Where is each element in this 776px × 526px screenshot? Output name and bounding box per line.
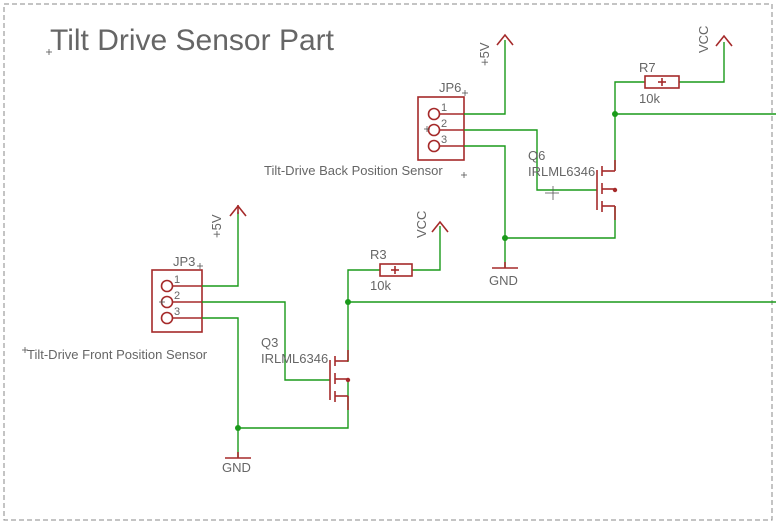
- placement-crosses: [22, 90, 559, 353]
- front-connector-name: JP3: [173, 254, 195, 269]
- origin-cross: [46, 49, 52, 55]
- back-sensor-description: Tilt-Drive Back Position Sensor: [264, 163, 443, 178]
- back-gnd-symbol: [492, 262, 518, 269]
- back-connector-name: JP6: [439, 80, 461, 95]
- back-transistor-q6[interactable]: [596, 160, 618, 220]
- front-resistor-name: R3: [370, 247, 387, 262]
- back-transistor-part: IRLML6346: [528, 164, 595, 179]
- front-junction-drain: [345, 299, 351, 305]
- front-sensor-description: Tilt-Drive Front Position Sensor: [27, 347, 208, 362]
- front-sensor-connector[interactable]: [151, 269, 203, 333]
- back-vcc-symbol: [715, 34, 733, 47]
- front-pin-1: 1: [174, 274, 180, 286]
- front-wires: [202, 212, 776, 458]
- back-vcc-label: VCC: [696, 26, 711, 53]
- back-pin-1: 1: [441, 102, 447, 114]
- back-sensor-connector[interactable]: [417, 96, 465, 161]
- back-wires: [464, 40, 776, 268]
- back-5v-label: +5V: [477, 42, 492, 66]
- back-pin-3: 3: [441, 134, 447, 146]
- back-gnd-label: GND: [489, 273, 518, 288]
- front-transistor-q3[interactable]: [329, 350, 351, 410]
- drawing-frame: [3, 3, 773, 521]
- back-transistor-name: Q6: [528, 148, 545, 163]
- back-resistor-r7[interactable]: [644, 75, 680, 89]
- front-gnd-symbol: [225, 452, 251, 459]
- front-pin-3: 3: [174, 306, 180, 318]
- front-resistor-r3[interactable]: [379, 263, 413, 277]
- back-resistor-name: R7: [639, 60, 656, 75]
- front-5v-label: +5V: [209, 214, 224, 238]
- front-resistor-value: 10k: [370, 278, 391, 293]
- back-junction-gnd: [502, 235, 508, 241]
- sheet-title: Tilt Drive Sensor Part: [50, 24, 335, 57]
- front-junction-gnd: [235, 425, 241, 431]
- front-5v-supply-symbol: [229, 204, 247, 217]
- back-resistor-value: 10k: [639, 91, 660, 106]
- back-5v-supply-symbol: [496, 33, 514, 46]
- front-pin-2: 2: [174, 290, 180, 302]
- back-junction-drain: [612, 111, 618, 117]
- front-vcc-symbol: [431, 220, 449, 233]
- front-vcc-label: VCC: [414, 211, 429, 238]
- back-pin-2: 2: [441, 118, 447, 130]
- front-gnd-label: GND: [222, 460, 251, 475]
- front-transistor-name: Q3: [261, 335, 278, 350]
- front-transistor-part: IRLML6346: [261, 351, 328, 366]
